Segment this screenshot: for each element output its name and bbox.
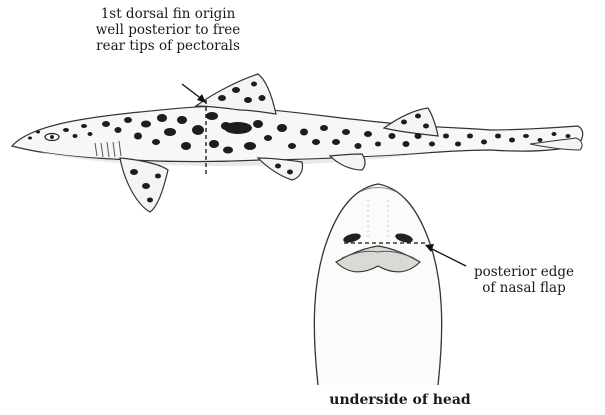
nasal-note-line-1: posterior edge [444,264,604,280]
dorsal-fin-arrow [182,84,206,103]
nasal-note-line-2: of nasal flap [444,280,604,296]
nasal-flap-annotation: posterior edge of nasal flap [444,264,604,296]
head-outline [314,184,441,385]
dorsal-note-line-1: 1st dorsal fin origin [58,6,278,22]
underside-caption: underside of head [300,392,500,408]
shark-side-view [12,74,583,212]
underside-head-view [314,184,441,385]
pelvic-fin [258,158,303,180]
dorsal-note-line-2: well posterior to free [58,22,278,38]
dorsal-fin-annotation: 1st dorsal fin origin well posterior to … [58,6,278,54]
dorsal-note-line-3: rear tips of pectorals [58,38,278,54]
